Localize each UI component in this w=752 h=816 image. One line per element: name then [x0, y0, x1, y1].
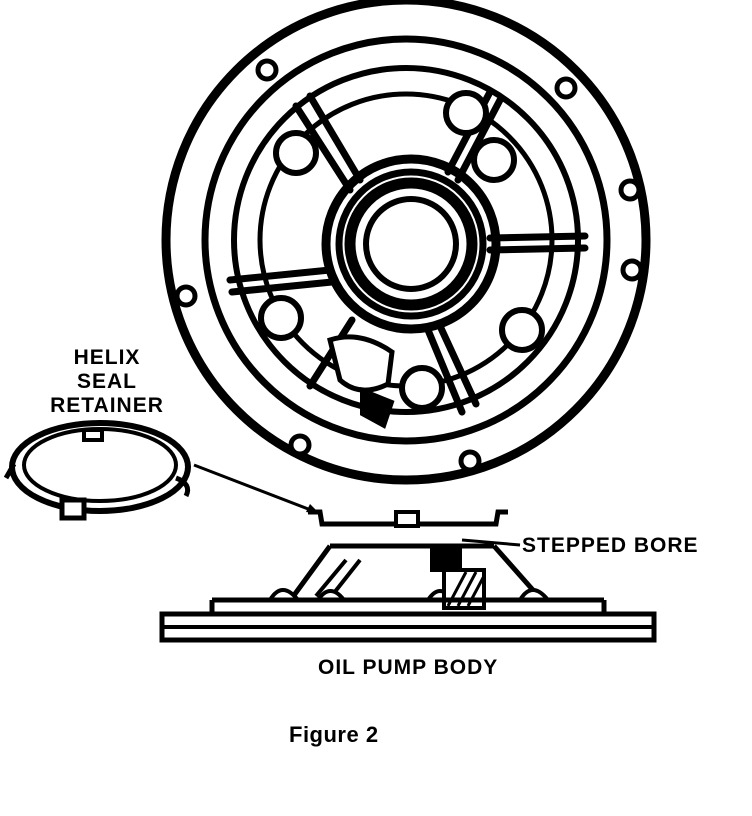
bolt-hole [458, 449, 482, 473]
rib [486, 232, 589, 242]
pump-side-view [159, 509, 657, 643]
helix-label-line2: SEAL [76, 370, 137, 393]
rib [436, 322, 480, 408]
retainer-hook [175, 475, 191, 498]
boss [471, 137, 517, 183]
figure-caption: Figure 2 [289, 722, 379, 747]
retainer-tab [59, 497, 87, 521]
rib [292, 102, 354, 194]
retainer-hook [3, 462, 17, 480]
retainer-leader-line [193, 463, 317, 514]
bolt-hole [618, 178, 642, 202]
bolt-hole [620, 258, 644, 282]
hub-seal [344, 177, 478, 311]
retainer-clip [394, 510, 420, 528]
pump-face-top-view [161, 0, 651, 485]
stepped-bore-leader-line [461, 538, 521, 547]
boss [499, 307, 545, 353]
cast-channel [327, 334, 395, 393]
boss [443, 90, 489, 136]
helix-label-line3: RETAINER [50, 394, 164, 417]
hub-ring [335, 168, 487, 320]
retainer-tab [82, 428, 104, 442]
helix-label-line1: HELIX [73, 346, 141, 369]
rib [228, 278, 336, 296]
stepped-bore-upper [430, 548, 462, 572]
rib [226, 266, 334, 284]
inner-flange-rim [201, 35, 611, 445]
bolt-hole [554, 76, 578, 100]
bolt-hole [255, 58, 279, 82]
bolt-holes [174, 58, 644, 473]
boss [273, 130, 319, 176]
hub-left-wall [289, 544, 333, 600]
rib [424, 326, 466, 416]
stepped-bore-label: STEPPED BORE [522, 534, 699, 557]
hub-bore [363, 196, 459, 292]
oil-pump-body-label: OIL PUMP BODY [318, 656, 499, 679]
web-ring-outer [231, 65, 581, 415]
boss [399, 365, 445, 411]
helix-seal-retainer [3, 420, 191, 521]
boss [258, 295, 304, 341]
helix-seal-retainer-label: HELIX SEAL RETAINER [40, 346, 174, 418]
rib [486, 244, 589, 254]
bosses [258, 90, 545, 411]
bolt-hole [174, 284, 198, 308]
rib [306, 92, 364, 184]
cast-channel-shadow [360, 387, 395, 429]
hub-outer [321, 154, 501, 334]
bolt-hole [288, 433, 312, 457]
outer-flange-rim [161, 0, 651, 485]
rib [454, 96, 504, 184]
